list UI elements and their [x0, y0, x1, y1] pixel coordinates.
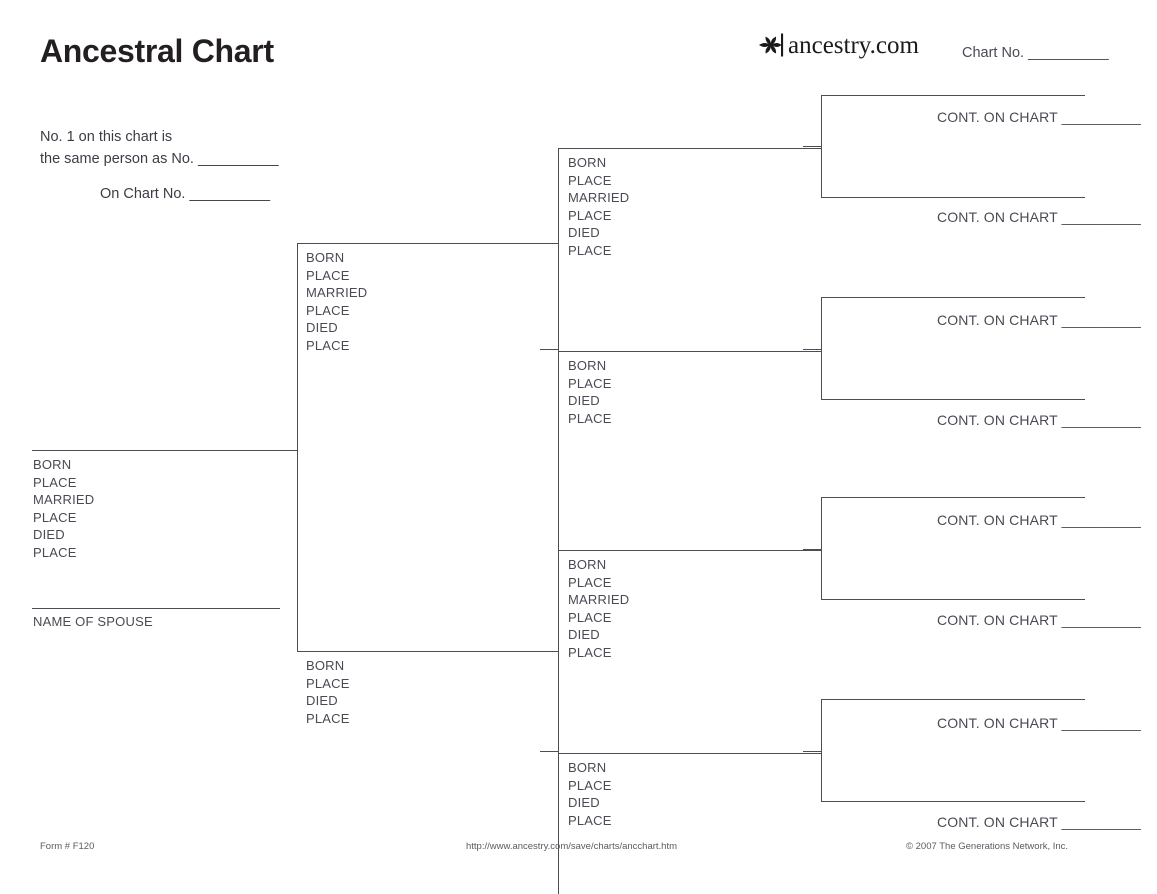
field-died: DIED	[306, 320, 338, 335]
person-14-cont-on-chart[interactable]: CONT. ON CHART __________	[937, 715, 1141, 731]
ancestry-leaf-logo-icon	[759, 33, 784, 57]
field-place-1: PLACE	[33, 474, 77, 490]
field-place-3: PLACE	[33, 544, 77, 560]
person-2-name-line[interactable]	[297, 243, 558, 244]
gen4-bracket-spine-d	[821, 699, 822, 802]
person-2-fields: BORN PLACE MARRIED PLACE DIED PLACE	[306, 249, 367, 354]
gen3-upper-bracket-spine	[558, 148, 559, 552]
person-9-name-line[interactable]	[821, 197, 1085, 198]
field-place-3: PLACE	[306, 337, 350, 353]
field-place-2: PLACE	[568, 410, 612, 426]
field-born: BORN	[306, 250, 345, 265]
person-12-cont-on-chart[interactable]: CONT. ON CHART __________	[937, 512, 1141, 528]
field-place-2: PLACE	[306, 302, 350, 318]
person-11-cont-on-chart[interactable]: CONT. ON CHART __________	[937, 412, 1141, 428]
person-6-fields: BORN PLACE MARRIED PLACE DIED PLACE	[568, 556, 629, 661]
connector-person4-to-gen4	[803, 146, 822, 147]
person-3-name-line[interactable]	[297, 651, 558, 652]
gen3-lower-bracket-spine	[558, 550, 559, 894]
connector-gen1-to-gen2	[280, 450, 298, 451]
field-born: BORN	[568, 760, 607, 775]
person-1-spouse-line[interactable]	[32, 608, 280, 609]
person-3-fields: BORN PLACE DIED PLACE	[306, 657, 350, 727]
field-died: DIED	[568, 393, 600, 408]
field-place-2: PLACE	[568, 609, 612, 625]
connector-person3-to-gen3	[540, 751, 559, 752]
field-died: DIED	[568, 627, 600, 642]
person-4-fields: BORN PLACE MARRIED PLACE DIED PLACE	[568, 154, 629, 259]
gen4-bracket-spine-a	[821, 95, 822, 198]
gen4-bracket-spine-b	[821, 297, 822, 400]
field-died: DIED	[33, 527, 65, 542]
field-place-1: PLACE	[568, 574, 612, 590]
connector-person2-to-gen3	[540, 349, 559, 350]
person-7-name-line[interactable]	[558, 753, 821, 754]
gen2-bracket-spine	[297, 243, 298, 652]
person-15-cont-on-chart[interactable]: CONT. ON CHART __________	[937, 814, 1141, 830]
field-born: BORN	[33, 457, 72, 472]
field-place-1: PLACE	[568, 375, 612, 391]
name-of-spouse-label: NAME OF SPOUSE	[33, 614, 153, 629]
gen4-bracket-spine-c	[821, 497, 822, 600]
person-13-name-line[interactable]	[821, 599, 1085, 600]
person-1-name-line[interactable]	[32, 450, 297, 451]
person-15-name-line[interactable]	[821, 801, 1085, 802]
ancestry-logo-wordmark: ancestry.com	[788, 31, 919, 59]
field-born: BORN	[306, 658, 345, 673]
field-born: BORN	[568, 557, 607, 572]
field-place-2: PLACE	[568, 812, 612, 828]
field-place-1: PLACE	[568, 777, 612, 793]
field-married: MARRIED	[568, 190, 630, 205]
connector-person6-to-gen4	[803, 549, 822, 550]
person-9-cont-on-chart[interactable]: CONT. ON CHART __________	[937, 209, 1141, 225]
person-8-cont-on-chart[interactable]: CONT. ON CHART __________	[937, 109, 1141, 125]
field-born: BORN	[568, 358, 607, 373]
field-place-1: PLACE	[306, 267, 350, 283]
person-1-fields: BORN PLACE MARRIED PLACE DIED PLACE	[33, 456, 94, 561]
connector-person7-to-gen4	[803, 751, 822, 752]
person-12-name-line[interactable]	[821, 497, 1085, 498]
person-10-cont-on-chart[interactable]: CONT. ON CHART __________	[937, 312, 1141, 328]
field-place-2: PLACE	[33, 509, 77, 525]
page-title: Ancestral Chart	[40, 33, 274, 69]
field-married: MARRIED	[33, 492, 95, 507]
field-place-2: PLACE	[568, 207, 612, 223]
chart-number-field[interactable]: Chart No. __________	[962, 45, 1109, 61]
ancestry-logo: ancestry.com	[757, 31, 919, 59]
person-11-name-line[interactable]	[821, 399, 1085, 400]
person-5-name-line[interactable]	[558, 351, 821, 352]
person-8-name-line[interactable]	[821, 95, 1085, 96]
person-5-fields: BORN PLACE DIED PLACE	[568, 357, 612, 427]
field-died: DIED	[306, 693, 338, 708]
footer-copyright: © 2007 The Generations Network, Inc.	[906, 841, 1069, 852]
field-place-1: PLACE	[568, 172, 612, 188]
connector-person5-to-gen4	[803, 349, 822, 350]
footer-form-number: Form # F120	[40, 841, 95, 852]
note-line-1: No. 1 on this chart is	[40, 129, 173, 145]
same-person-note: No. 1 on this chart is the same person a…	[40, 126, 279, 205]
person-14-name-line[interactable]	[821, 699, 1085, 700]
field-died: DIED	[568, 795, 600, 810]
field-born: BORN	[568, 155, 607, 170]
on-chart-no-field[interactable]: On Chart No. __________	[100, 186, 271, 202]
field-place-2: PLACE	[306, 710, 350, 726]
person-4-name-line[interactable]	[558, 148, 821, 149]
person-6-name-line[interactable]	[558, 550, 821, 551]
field-married: MARRIED	[306, 285, 368, 300]
field-married: MARRIED	[568, 592, 630, 607]
field-place-1: PLACE	[306, 675, 350, 691]
field-place-3: PLACE	[568, 242, 612, 258]
same-person-as-field[interactable]: the same person as No. __________	[40, 151, 279, 167]
field-died: DIED	[568, 225, 600, 240]
person-7-fields: BORN PLACE DIED PLACE	[568, 759, 612, 829]
field-place-3: PLACE	[568, 644, 612, 660]
person-10-name-line[interactable]	[821, 297, 1085, 298]
person-13-cont-on-chart[interactable]: CONT. ON CHART __________	[937, 612, 1141, 628]
footer-url[interactable]: http://www.ancestry.com/save/charts/ancc…	[466, 841, 678, 852]
